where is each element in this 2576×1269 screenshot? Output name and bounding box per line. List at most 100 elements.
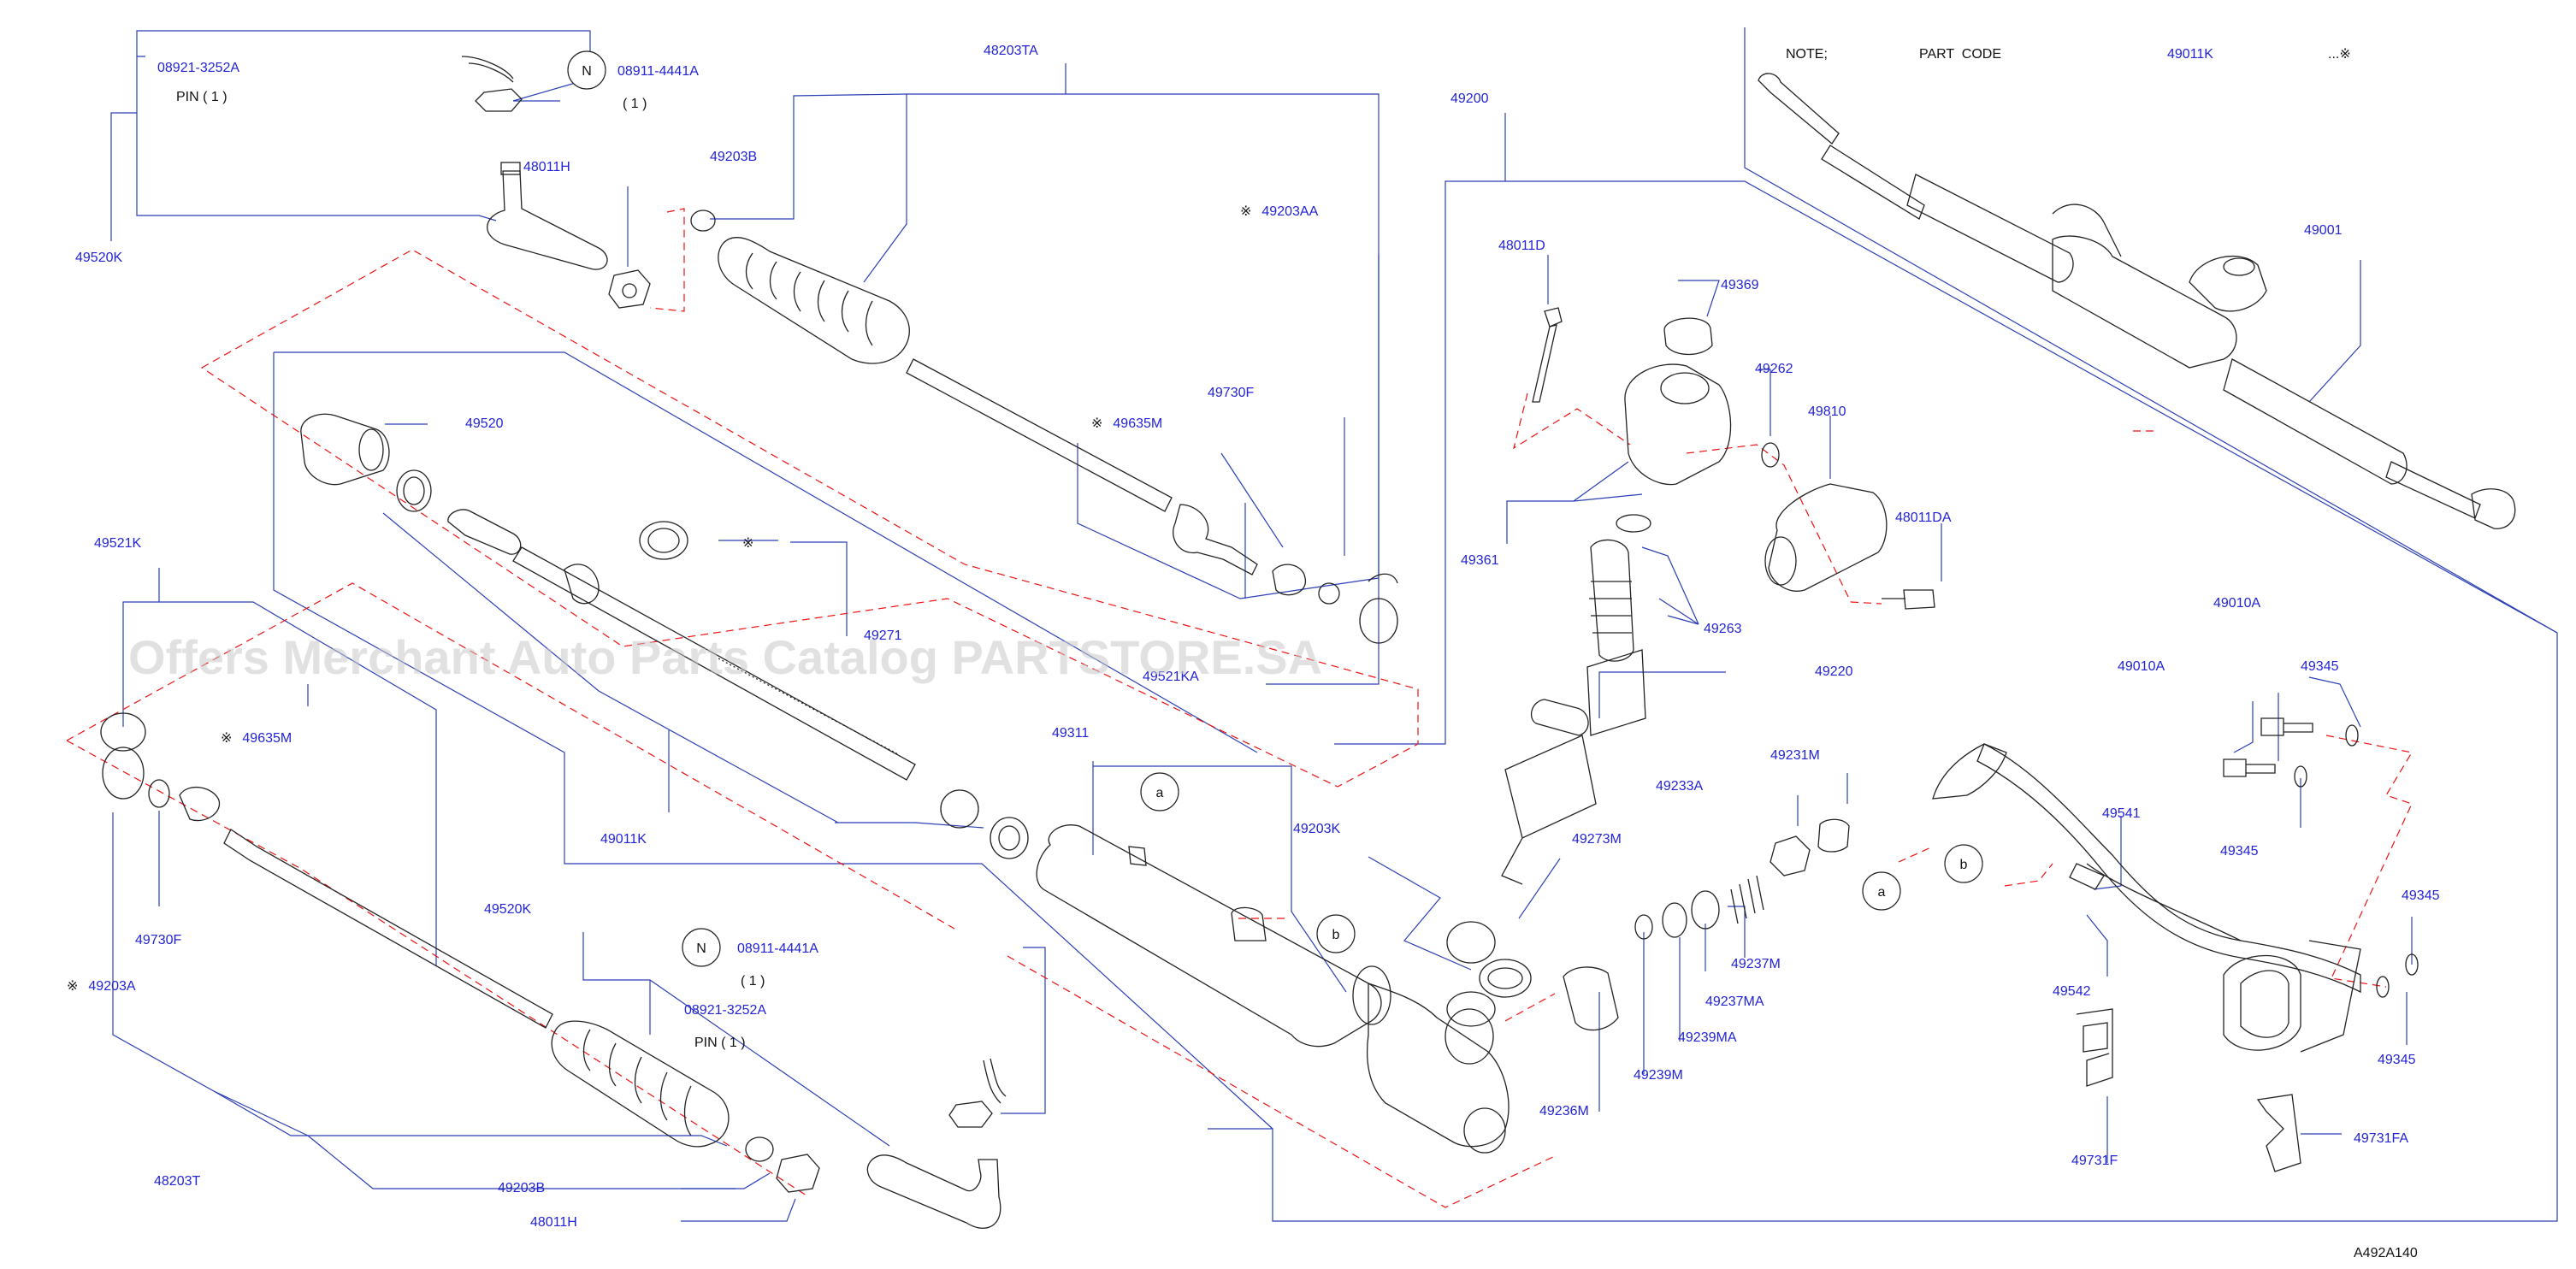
- marker-n-top: [567, 50, 606, 90]
- dash-a-port: [1898, 846, 1934, 863]
- rack-49011K-icon: [512, 546, 916, 781]
- inner-rod-49520K-top-icon: [906, 358, 1173, 512]
- label-49200: 49200: [1450, 91, 1489, 106]
- washer-49345-b-icon: [2294, 765, 2307, 788]
- cap-49369-icon: [1663, 317, 1713, 356]
- label-49231M: 49231M: [1770, 748, 1820, 763]
- label-49810: 49810: [1808, 404, 1846, 419]
- sleeve-49011K-icon: [447, 509, 522, 555]
- leader-48203T: [112, 812, 771, 1189]
- leader-49521K: [158, 568, 437, 966]
- label-49233A: 49233A: [1656, 779, 1703, 794]
- gear-housing-49311-port-b-icon: [1463, 1107, 1506, 1154]
- seal-49271-icon: [639, 521, 688, 560]
- label-49263: 49263: [1704, 622, 1742, 636]
- pipe-49542-loop-icon: [2223, 954, 2301, 1051]
- pipe-fitting-b-icon: [2069, 863, 2105, 890]
- leader-49203B-top: [710, 63, 1066, 220]
- yoke-49236M-icon: [1563, 966, 1619, 1031]
- bolt-48011D-head-icon: [1544, 307, 1563, 328]
- leader-pin-bot: [1001, 947, 1046, 1114]
- label-49730F-left: 49730F: [135, 933, 181, 947]
- label-49203K: 49203K: [1293, 822, 1340, 836]
- dash-49345: [2325, 735, 2413, 988]
- label-49731FA: 49731FA: [2354, 1131, 2408, 1146]
- pinion-49220-top-icon: [1530, 699, 1589, 736]
- leader-49273M: [1518, 858, 1561, 919]
- label-pin-bottom: PIN ( 1 ): [694, 1036, 746, 1050]
- watermark: Offers Merchant Auto Parts Catalog PARTS…: [128, 630, 1322, 684]
- leader-49520K-top: [110, 112, 137, 241]
- leader-48011H-top: [136, 56, 497, 221]
- leader-49635M-top: [1077, 443, 1380, 599]
- dashed-lines: [66, 208, 2413, 1208]
- inner-ball-49520K-icon: [1173, 504, 1258, 575]
- label-08921-3252A-top: 08921-3252A: [157, 61, 239, 75]
- nut-48011H-top-hole-icon: [622, 283, 637, 298]
- label-48011H-top: 48011H: [523, 160, 570, 174]
- ring-49237MA-icon: [1691, 890, 1720, 930]
- marker-b-housing: [1316, 914, 1356, 953]
- clamp-49203AA-icon: [1359, 598, 1398, 644]
- leader-49011K-c: [382, 512, 839, 823]
- leader-49200: [1334, 113, 1506, 745]
- pipe-49542-loop-inner-icon: [2240, 970, 2289, 1038]
- label-49345-a: 49345: [2301, 659, 2339, 674]
- valve-housing-49361-top-icon: [1660, 372, 1710, 404]
- leader-49361: [1506, 461, 1629, 544]
- pinion-49220-body-icon: [1504, 735, 1597, 839]
- seal-49273M-b-icon: [1446, 991, 1496, 1027]
- oring-49262-icon: [1761, 442, 1780, 468]
- tie-rod-end-top-icon: [487, 170, 608, 270]
- marker-b-housing-text: b: [1332, 928, 1340, 942]
- gear-housing-49311-ring-icon: [1352, 965, 1391, 1025]
- ring-49011K-b-icon: [990, 817, 1029, 859]
- marker-b-pipe: [1944, 844, 1983, 883]
- label-08921-3252A-bottom: 08921-3252A: [684, 1003, 766, 1018]
- dash-49262: [1686, 444, 1852, 603]
- pipe-49542-end-icon: [2300, 940, 2361, 1053]
- leader-49010A-b: [2233, 701, 2254, 753]
- note-code: 49011K: [2167, 47, 2213, 62]
- leader-49001: [2308, 260, 2361, 403]
- label-48203T: 48203T: [154, 1174, 200, 1189]
- cotter-pin-top-icon: [461, 56, 514, 80]
- markers: N N a b a b: [567, 50, 1983, 967]
- leader-08911-top: [136, 30, 591, 102]
- castle-nut-bottom-icon: [948, 1101, 993, 1128]
- ref-mark-49203AA: ※: [1240, 204, 1251, 219]
- label-49203AA-text: 49203AA: [1261, 204, 1318, 219]
- clip-49731F-icon: [2076, 1008, 2113, 1087]
- label-48011D: 48011D: [1498, 239, 1545, 253]
- label-49369: 49369: [1721, 278, 1759, 292]
- leader-49311: [1092, 761, 1347, 993]
- label-49345-d: 49345: [2378, 1053, 2416, 1067]
- assembly-rod-left-icon: [1821, 145, 1925, 220]
- dash-48011H-top: [649, 208, 685, 312]
- ref-mark-49635M-top: ※: [1091, 416, 1102, 431]
- leader-49369: [1678, 280, 1720, 317]
- bolt-49010A-b-icon: [2223, 758, 2247, 777]
- clamp-49203A-b-icon: [102, 747, 145, 800]
- label-49345-b: 49345: [2220, 844, 2259, 859]
- dash-bottom-right: [1007, 955, 1556, 1208]
- label-49541: 49541: [2102, 806, 2141, 821]
- leader-49271: [790, 541, 848, 636]
- housing-port-b-icon: [1231, 906, 1267, 941]
- labels: 08921-3252A PIN ( 1 ) 08911-4441A ( 1 ) …: [67, 44, 2440, 1260]
- seal-49262-stack-top-icon: [1616, 514, 1651, 533]
- dash-mid: [66, 582, 955, 930]
- cotter-pin-top-b-icon: [468, 62, 514, 83]
- leader-49263: [1641, 546, 1699, 625]
- label-49635M-left: ※49635M: [221, 731, 292, 746]
- gear-housing-49311-icon: [1036, 824, 1382, 1048]
- assembly-tie-rod-end-left-icon: [1758, 73, 1840, 145]
- clip-49731FA-icon: [2256, 1094, 2301, 1172]
- housing-port-a-icon: [1128, 846, 1147, 866]
- cotter-pin-bottom-icon: [983, 1059, 1001, 1104]
- ref-mark-49203A: ※: [67, 979, 78, 994]
- frame-49521KA-top: [274, 351, 1258, 753]
- label-48011DA: 48011DA: [1895, 511, 1952, 525]
- label-49520: 49520: [465, 416, 504, 431]
